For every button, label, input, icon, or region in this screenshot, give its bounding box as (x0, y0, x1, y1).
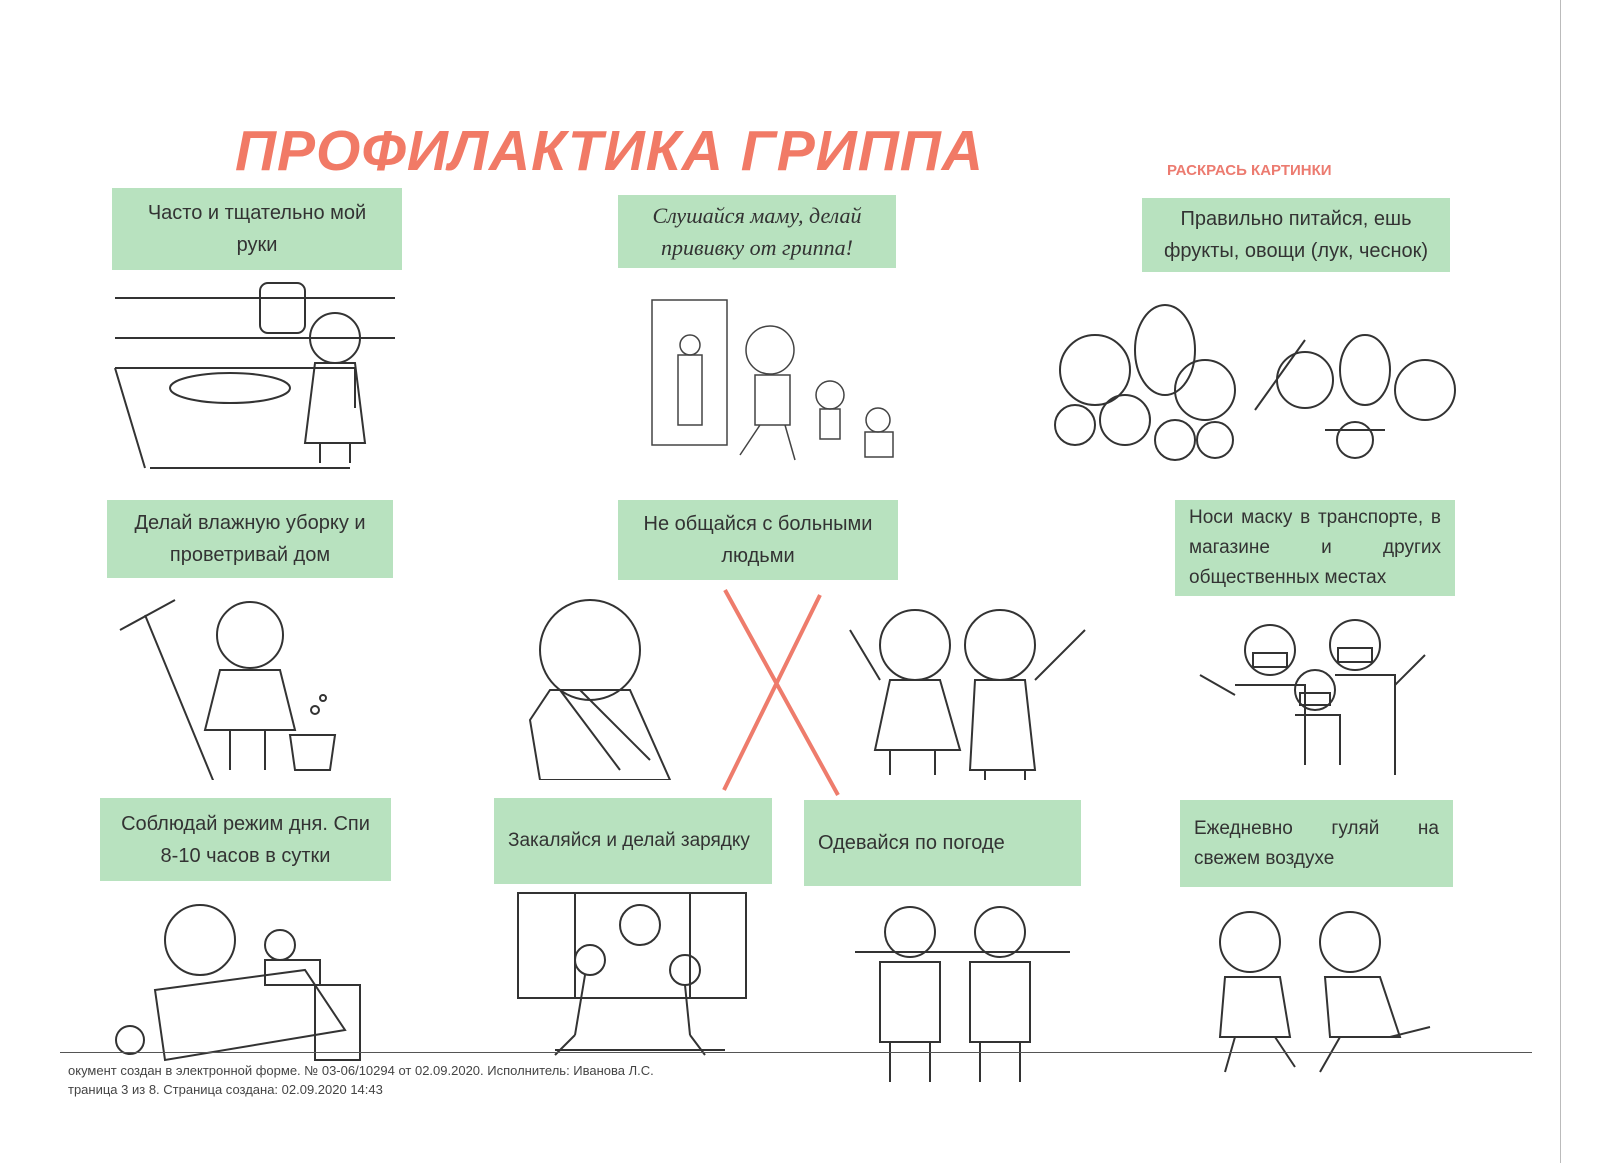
dressed-kids-illustration (855, 892, 1070, 1087)
tip-sleep: Соблюдай режим дня. Спи 8-10 часов в сут… (100, 798, 391, 881)
tip-walk: Ежедневно гуляй на свежем воздухе (1180, 800, 1453, 887)
cleaning-girl-illustration (115, 590, 360, 786)
tip-cleaning: Делай влажную уборку и проветривай дом (107, 500, 393, 578)
tip-avoid-sick: Не общайся с больными людьми (618, 500, 898, 580)
page-title: ПРОФИЛАКТИКА ГРИППА (235, 119, 984, 183)
red-cross-mark (722, 589, 840, 796)
handwashing-illustration (110, 278, 400, 473)
footer-page-info: траница 3 из 8. Страница создана: 02.09.… (68, 1082, 383, 1097)
walking-kids-illustration (1190, 892, 1450, 1082)
tip-wash-hands: Часто и тщательно мой руки (112, 188, 402, 270)
fruits-vegetables-illustration (1015, 290, 1465, 470)
tip-exercise: Закаляйся и делай зарядку (494, 798, 772, 884)
footer-divider (60, 1052, 1532, 1053)
vaccination-illustration (650, 295, 910, 467)
exercise-illustration (515, 890, 750, 1060)
tip-dress-weather: Одевайся по погоде (804, 800, 1081, 886)
tip-nutrition: Правильно питайся, ешь фрукты, овощи (лу… (1142, 198, 1450, 272)
sleeping-boy-illustration (115, 890, 370, 1065)
masked-family-illustration (1195, 615, 1430, 785)
coloring-hint: РАСКРАСЬ КАРТИНКИ (1167, 162, 1332, 179)
tip-mask: Носи маску в транспорте, в магазине и др… (1175, 500, 1455, 596)
page-edge (1560, 0, 1561, 1163)
healthy-kids-illustration (845, 590, 1090, 785)
tip-vaccination: Слушайся маму, делай прививку от гриппа! (618, 195, 896, 268)
footer-document-info: окумент создан в электронной форме. № 03… (68, 1063, 654, 1078)
sick-boy-illustration (500, 590, 700, 781)
